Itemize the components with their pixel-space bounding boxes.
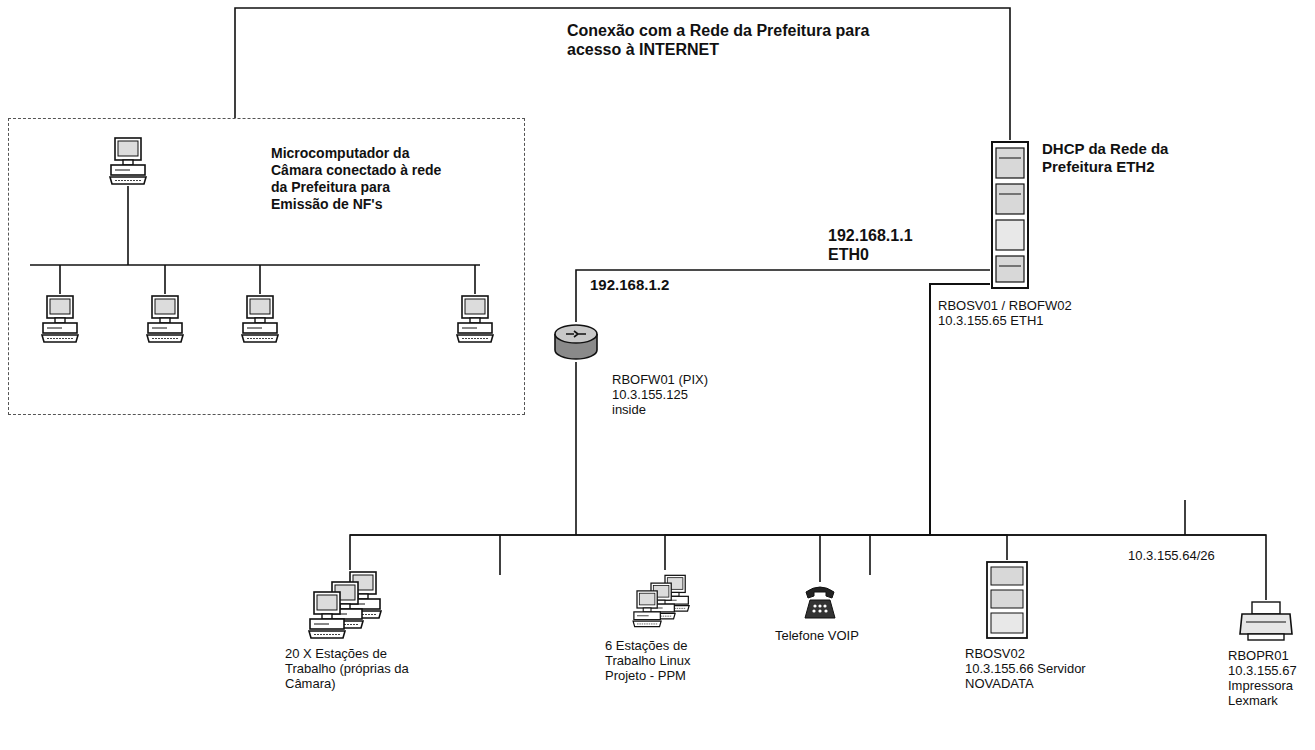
node-heading: Telefone VOIP bbox=[775, 628, 865, 643]
subnet-label: 10.3.155.64/26 bbox=[1128, 548, 1215, 563]
printer-icon bbox=[1238, 600, 1294, 642]
node-heading: RBOSV02 10.3.155.66 Servidor NOVADATA bbox=[965, 646, 1095, 691]
pix-router-icon bbox=[552, 322, 600, 362]
firewall-server: DHCP da Rede da Prefeitura ETH2RBOSV01 /… bbox=[990, 140, 1030, 290]
voip-phone-icon bbox=[802, 582, 838, 622]
workstations-icon bbox=[305, 570, 395, 640]
voip-phone: Telefone VOIP bbox=[775, 582, 865, 643]
network-link bbox=[350, 284, 990, 570]
file-server-icon bbox=[985, 560, 1029, 640]
node-heading: RBOPR01 10.3.155.67 Impressora Lexmark bbox=[1228, 648, 1308, 708]
ip-label: 192.168.1.2 bbox=[590, 276, 669, 294]
dashed-region: Microcomputador da Câmara conectado à re… bbox=[8, 118, 525, 415]
workstations: 20 X Estações de Trabalho (próprias da C… bbox=[285, 570, 425, 691]
node-heading: Microcomputador da Câmara conectado à re… bbox=[271, 145, 449, 213]
file-server: RBOSV02 10.3.155.66 Servidor NOVADATA bbox=[965, 560, 1095, 691]
network-bus bbox=[350, 362, 1266, 575]
node-heading: RBOFW01 (PIX) 10.3.155.125 inside bbox=[612, 372, 724, 417]
edge-label: Conexão com a Rede da Prefeitura para ac… bbox=[565, 20, 909, 60]
network-link bbox=[930, 284, 1266, 600]
node-heading: DHCP da Rede da Prefeitura ETH2 bbox=[1042, 140, 1192, 176]
linux-workstations-icon bbox=[630, 570, 700, 632]
network-link bbox=[820, 284, 990, 582]
printer: RBOPR01 10.3.155.67 Impressora Lexmark bbox=[1228, 600, 1308, 708]
node-heading: 20 X Estações de Trabalho (próprias da C… bbox=[285, 646, 425, 691]
linux-workstations: 6 Estações de Trabalho Linux Projeto - P… bbox=[605, 570, 735, 683]
node-heading: 6 Estações de Trabalho Linux Projeto - P… bbox=[605, 638, 735, 683]
node-text: RBOSV01 / RBOFW02 10.3.155.65 ETH1 bbox=[938, 298, 1088, 328]
pix-router: RBOFW01 (PIX) 10.3.155.125 inside bbox=[552, 322, 600, 362]
region-computers bbox=[8, 118, 525, 415]
interface-label: 192.168.1.1 ETH0 bbox=[828, 226, 928, 264]
network-link bbox=[235, 8, 1010, 140]
network-link bbox=[576, 270, 990, 322]
firewall-server-icon bbox=[990, 140, 1030, 290]
